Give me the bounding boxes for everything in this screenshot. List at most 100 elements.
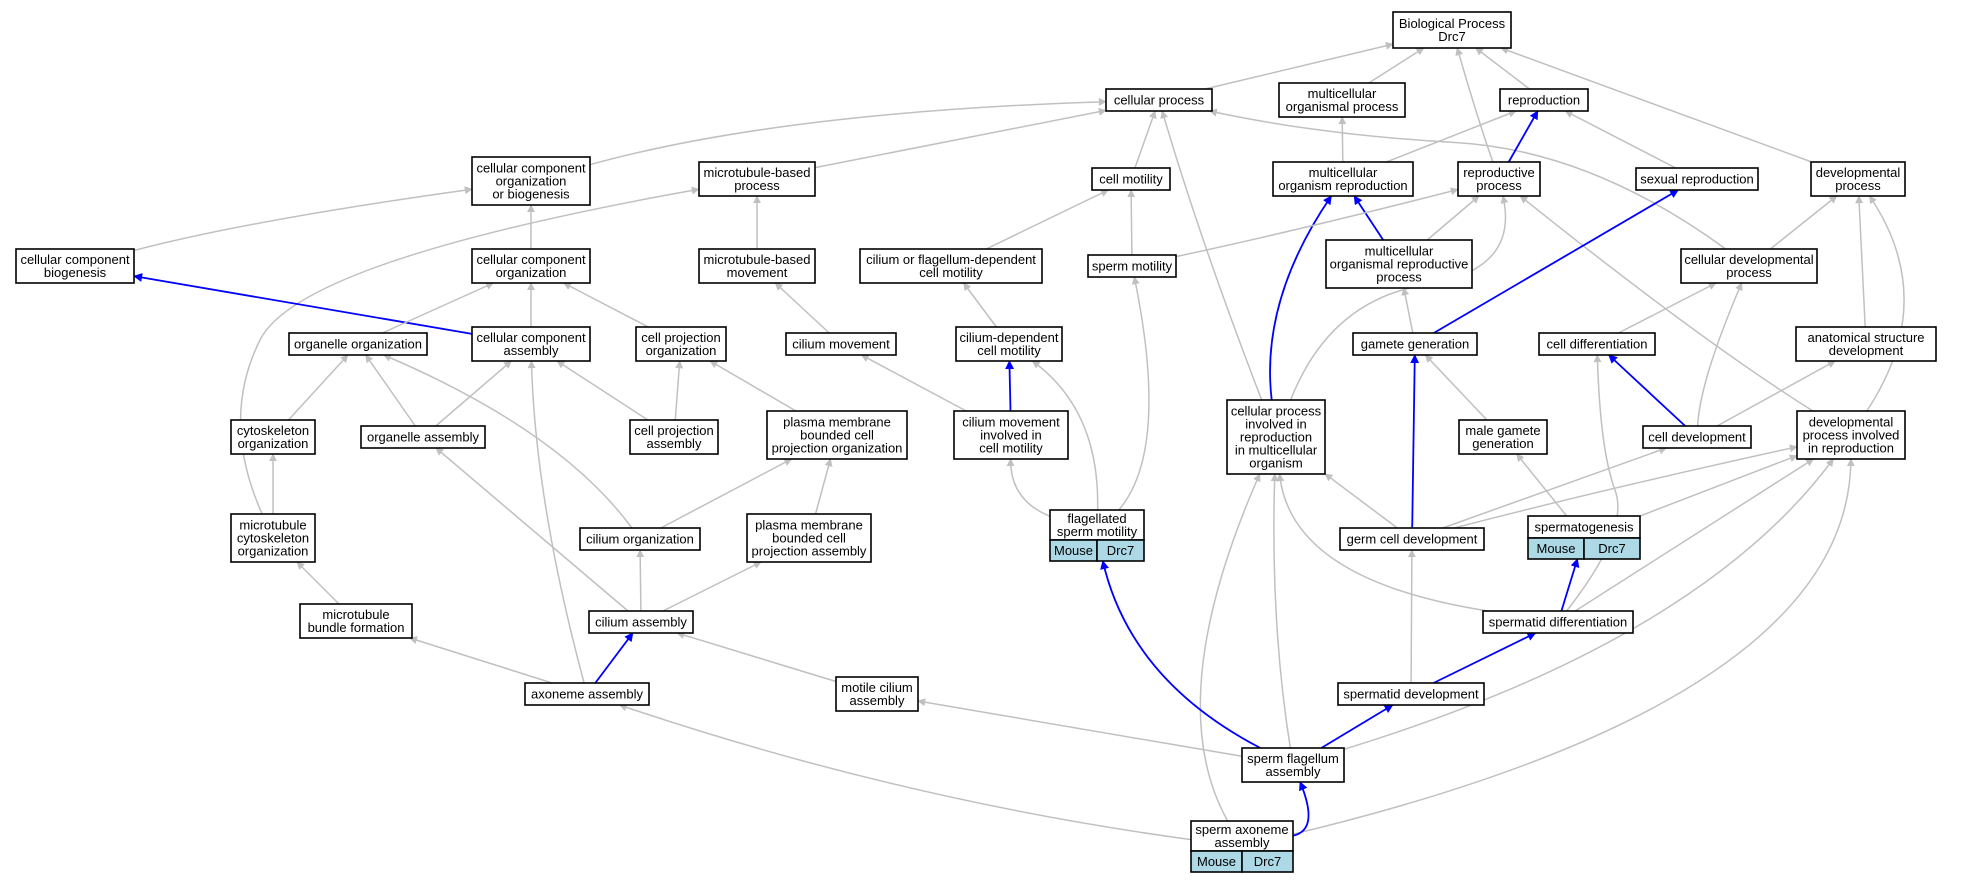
- node-organelle-assembly[interactable]: organelle assembly: [360, 425, 486, 449]
- edge-organelle-assembly-to-cc-assembly: [435, 360, 512, 427]
- node-label-line: organismal reproductive: [1330, 257, 1469, 272]
- node-label-line: cellular component: [20, 252, 130, 267]
- edge-cytoskel-org-to-organelle-org: [287, 354, 349, 421]
- node-box: [1105, 88, 1213, 112]
- edge-mc-org-repro-to-reproduction: [1386, 109, 1517, 163]
- node-label-line: biogenesis: [44, 265, 107, 280]
- edge-axoneme-assembly-to-cilium-assembly: [594, 632, 634, 684]
- edge-sperm-flag-assembly-to-flag-sperm-motility: [1100, 560, 1261, 749]
- edge-mt-process-to-cellular-process: [814, 107, 1107, 169]
- node-cilium-assembly[interactable]: cilium assembly: [588, 610, 694, 634]
- node-label-line: cellular component: [476, 252, 586, 267]
- node-label-line: involved in: [980, 428, 1041, 443]
- node-label-line: projection assembly: [752, 544, 867, 559]
- node-label-line: Biological Process: [1399, 16, 1506, 31]
- node-label-line: or biogenesis: [492, 187, 570, 202]
- node-cell-diff[interactable]: cell differentiation: [1538, 332, 1656, 356]
- node-box: [579, 527, 701, 551]
- edge-sperm-motility-to-repro-process: [1175, 187, 1459, 258]
- edge-cellular-process-to-bp: [1204, 41, 1394, 90]
- node-box: [835, 676, 919, 712]
- node-cell-dev[interactable]: cell development: [1642, 425, 1752, 449]
- node-spermatid-diff[interactable]: spermatid differentiation: [1482, 610, 1634, 634]
- node-label-line: organism: [1249, 456, 1302, 471]
- node-axoneme-assembly[interactable]: axoneme assembly: [524, 682, 650, 706]
- node-label-line: developmental: [1809, 415, 1894, 430]
- node-label-line: cell motility: [979, 441, 1043, 456]
- node-label-line: process: [734, 178, 780, 193]
- node-cilium-movement[interactable]: cilium movement: [785, 332, 897, 356]
- node-box: [698, 161, 816, 197]
- node-box: [1457, 161, 1541, 197]
- node-box: [471, 326, 591, 362]
- node-box: [1339, 527, 1485, 551]
- edge-cilium-assembly-to-pm-proj-assembly: [662, 561, 762, 612]
- node-gamete-gen[interactable]: gamete generation: [1352, 332, 1478, 356]
- node-cell-motility[interactable]: cell motility: [1091, 167, 1171, 191]
- node-cellular-process[interactable]: cellular process: [1105, 88, 1213, 112]
- node-germ-cell-dev[interactable]: germ cell development: [1339, 527, 1485, 551]
- edge-repro-process-to-reproduction: [1507, 110, 1539, 163]
- node-label-line: cell motility: [919, 265, 983, 280]
- node-label-line: spermatid development: [1343, 687, 1479, 702]
- node-spermatid-dev[interactable]: spermatid development: [1337, 682, 1485, 706]
- node-box: [1278, 82, 1406, 118]
- edge-germ-cell-dev-to-dev-repro: [1454, 444, 1798, 529]
- node-label-line: sperm motility: [1057, 524, 1138, 539]
- node-label-line: cellular process: [1231, 404, 1322, 419]
- node-label-line: cilium-dependent: [959, 330, 1058, 345]
- node-label-line: organism reproduction: [1278, 178, 1407, 193]
- node-label-line: organelle assembly: [367, 430, 480, 445]
- node-organelle-org[interactable]: organelle organization: [288, 332, 428, 356]
- node-reproduction[interactable]: reproduction: [1499, 88, 1589, 112]
- node-sexual-repro[interactable]: sexual reproduction: [1635, 167, 1759, 191]
- node-label-line: cilium movement: [962, 415, 1060, 430]
- edge-spermatid-dev-to-germ-cell-dev: [1407, 549, 1416, 684]
- node-cilium-org[interactable]: cilium organization: [579, 527, 701, 551]
- edge-cc-biogenesis-to-ccob: [133, 186, 473, 252]
- node-label-line: organization: [238, 436, 309, 451]
- node-sperm-motility[interactable]: sperm motility: [1087, 254, 1177, 278]
- edge-cell-proj-org-to-cc-org: [562, 282, 649, 328]
- node-label-line: cell differentiation: [1547, 337, 1648, 352]
- edge-sperm-flag-assembly-to-spermatid-dev: [1320, 704, 1394, 749]
- node-label-line: development: [1829, 343, 1904, 358]
- node-box: [1392, 11, 1512, 49]
- edge-cell-proj-assembly-to-cc-assembly: [556, 360, 649, 421]
- node-label-line: bounded cell: [772, 531, 846, 546]
- node-label-line: assembly: [1266, 764, 1321, 779]
- node-label-line: plasma membrane: [783, 415, 891, 430]
